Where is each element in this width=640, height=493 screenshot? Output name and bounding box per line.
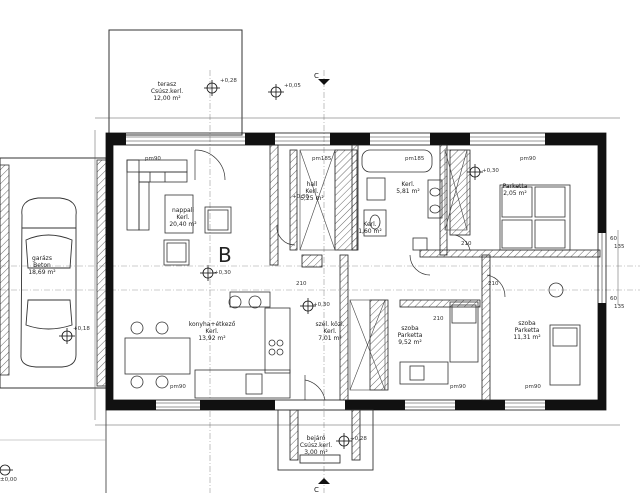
svg-text:pm90: pm90 [520, 156, 536, 162]
level-hall: +0,30 [292, 194, 309, 200]
level-garage: +0,18 [73, 326, 90, 332]
bathroom-fixtures [361, 149, 443, 251]
svg-text:pm90: pm90 [450, 384, 466, 390]
svg-text:210: 210 [488, 281, 499, 287]
svg-text:135: 135 [614, 304, 625, 310]
outer-walls [106, 133, 606, 410]
svg-text:60: 60 [610, 236, 617, 242]
room-label-wc: Kerl.1,60 m² [358, 221, 382, 235]
terrace-outline [108, 29, 243, 136]
svg-text:210: 210 [461, 241, 472, 247]
sofa-icon [126, 159, 188, 231]
room-label-furdo: Kerl.5,81 m² [396, 181, 420, 195]
entry-canopy [277, 409, 374, 471]
svg-text:C: C [314, 72, 319, 80]
coffee-table [164, 194, 194, 234]
doors [194, 149, 506, 401]
section-marker: C C [314, 72, 330, 493]
kitchen-furniture [124, 291, 291, 399]
svg-text:60: 60 [610, 296, 617, 302]
car-icon [20, 197, 77, 368]
svg-text:pm90: pm90 [145, 156, 161, 162]
svg-text:210: 210 [296, 281, 307, 287]
svg-text:pm185: pm185 [405, 156, 425, 162]
svg-text:C: C [314, 486, 319, 493]
wardrobe [299, 149, 468, 391]
svg-text:pm90: pm90 [525, 384, 541, 390]
level-texts: +0,28 +0,05 +0,30 +0,30 +0,30 +0,18 +0,2… [0, 78, 499, 483]
bed-icon [399, 184, 581, 386]
level-szel: +0,30 [313, 302, 330, 308]
block-letter: B [218, 243, 232, 267]
svg-text:pm90: pm90 [170, 384, 186, 390]
dimension-lines [94, 117, 620, 426]
level-center: +0,30 [214, 270, 231, 276]
room-label-szel: szél. közl.Kerl.7,01 m² [315, 321, 344, 342]
svg-text:pm185: pm185 [312, 156, 332, 162]
level-zero: ±0,00 [0, 477, 17, 483]
svg-text:210: 210 [433, 316, 444, 322]
interior-walls [269, 144, 601, 401]
axis-lines [0, 70, 640, 493]
armchair-icon [163, 206, 232, 266]
level-szoba: +0,30 [482, 168, 499, 174]
marks: pm90 pm185 pm185 pm90 pm90 pm90 pm90 60 … [145, 156, 625, 390]
windows [126, 136, 603, 408]
level-symbols [0, 80, 483, 476]
level-terasz: +0,28 [220, 78, 237, 84]
level-top: +0,05 [284, 83, 301, 89]
level-entry: +0,28 [350, 436, 367, 442]
svg-text:135: 135 [614, 244, 625, 250]
garage [0, 157, 107, 493]
